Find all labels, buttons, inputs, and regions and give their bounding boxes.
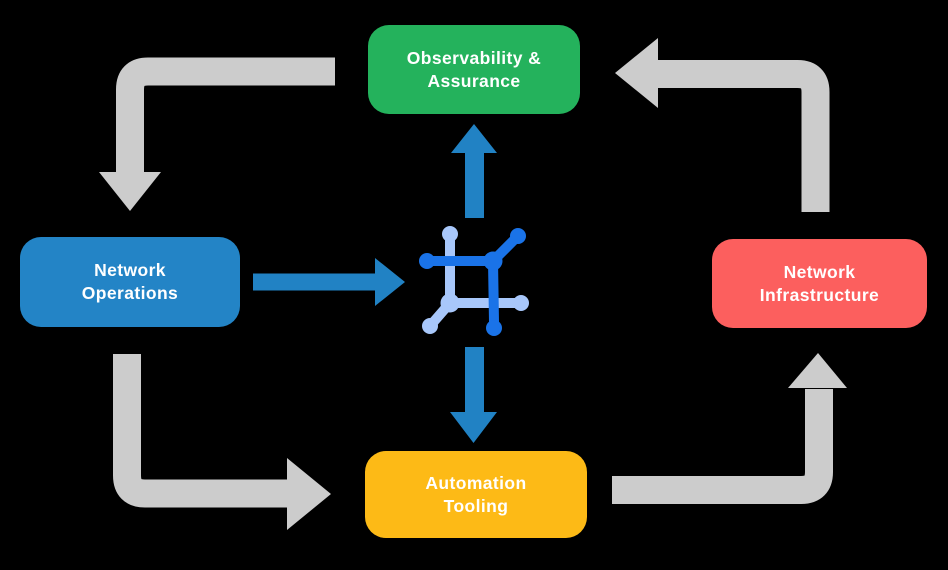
node-network-infrastructure: Network Infrastructure (712, 239, 927, 328)
cycle-arrow-automation-to-infrastructure (612, 353, 847, 504)
node-observability-label-line1: Observability & (406, 47, 542, 68)
network-automation-icon (419, 226, 529, 336)
node-operations-label-line1: Network (94, 260, 166, 280)
node-infrastructure-label-line1: Network (783, 261, 856, 282)
cycle-arrow-infrastructure-to-observability (615, 38, 830, 212)
flow-arrow-operations-to-center (253, 258, 405, 306)
cycle-arrow-operations-to-automation (113, 354, 331, 530)
node-observability-assurance: Observability & Assurance (368, 25, 580, 114)
node-automation-tooling: Automation Tooling (365, 451, 587, 538)
node-network-operations: Network Operations (20, 237, 240, 327)
node-operations-label-line2: Operations (81, 283, 179, 303)
node-automation-label-line2: Tooling (443, 495, 509, 516)
cycle-arrow-observability-to-operations (99, 57, 335, 211)
node-infrastructure-label-line2: Infrastructure (759, 284, 880, 305)
flow-arrow-center-to-observability (451, 124, 497, 218)
network-automation-icon-dark-part (419, 228, 526, 336)
node-observability-label-line2: Assurance (427, 70, 521, 91)
flow-arrow-center-to-automation (450, 347, 497, 443)
node-automation-label-line1: Automation (425, 472, 527, 493)
